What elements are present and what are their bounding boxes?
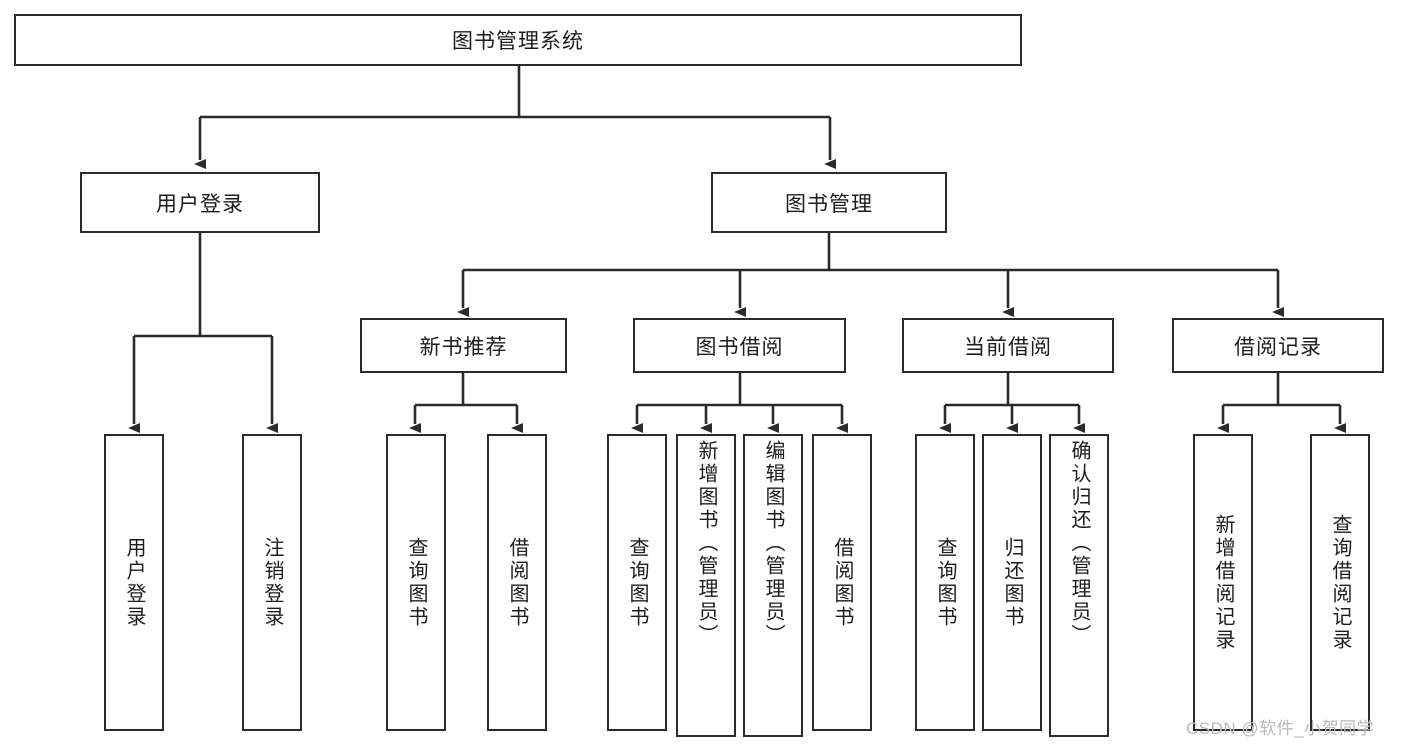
node-borrow-record[interactable]: 借阅记录 (1172, 318, 1384, 373)
node-leaf-borrow-book-2[interactable]: 借阅图书 (812, 434, 872, 731)
csdn-watermark: CSDN @软件_小贺同学 (1186, 719, 1375, 738)
node-leaf-query-record-label: 查询借阅记录 (1329, 513, 1351, 652)
node-current-borrow-label: 当前借阅 (964, 335, 1052, 359)
node-leaf-confirm-return-label: 确认归还（管理员） (1068, 440, 1090, 647)
node-leaf-user-login-label: 用户登录 (123, 536, 145, 629)
node-root[interactable]: 图书管理系统 (14, 14, 1022, 66)
node-user-login[interactable]: 用户登录 (80, 172, 320, 233)
node-leaf-add-record-label: 新增借阅记录 (1212, 513, 1234, 652)
node-book-borrow[interactable]: 图书借阅 (633, 318, 846, 373)
node-book-manage-label: 图书管理 (785, 192, 873, 216)
node-leaf-user-logout-label: 注销登录 (261, 536, 283, 629)
node-leaf-borrow-book-2-label: 借阅图书 (831, 536, 853, 629)
node-new-book-recommend[interactable]: 新书推荐 (360, 318, 567, 373)
node-user-login-label: 用户登录 (156, 192, 244, 216)
node-leaf-return-book[interactable]: 归还图书 (982, 434, 1042, 731)
node-leaf-query-record[interactable]: 查询借阅记录 (1310, 434, 1370, 731)
node-leaf-user-logout[interactable]: 注销登录 (242, 434, 302, 731)
node-book-borrow-label: 图书借阅 (695, 335, 784, 359)
node-leaf-query-book-1-label: 查询图书 (405, 536, 427, 629)
node-current-borrow[interactable]: 当前借阅 (902, 318, 1114, 373)
node-leaf-user-login[interactable]: 用户登录 (104, 434, 164, 731)
node-leaf-query-book-2[interactable]: 查询图书 (607, 434, 667, 731)
node-leaf-return-book-label: 归还图书 (1001, 536, 1023, 629)
node-leaf-query-book-3-label: 查询图书 (934, 536, 956, 629)
node-leaf-confirm-return[interactable]: 确认归还（管理员） (1049, 434, 1109, 737)
node-leaf-query-book-1[interactable]: 查询图书 (386, 434, 446, 731)
node-root-label: 图书管理系统 (452, 30, 584, 53)
node-new-book-recommend-label: 新书推荐 (419, 335, 508, 359)
node-leaf-add-book-label: 新增图书（管理员） (695, 440, 717, 647)
node-leaf-borrow-book-1[interactable]: 借阅图书 (487, 434, 547, 731)
node-book-manage[interactable]: 图书管理 (711, 172, 947, 233)
node-leaf-edit-book[interactable]: 编辑图书（管理员） (743, 434, 803, 737)
node-leaf-query-book-3[interactable]: 查询图书 (915, 434, 975, 731)
node-borrow-record-label: 借阅记录 (1234, 335, 1322, 359)
node-leaf-query-book-2-label: 查询图书 (626, 536, 648, 629)
node-leaf-add-record[interactable]: 新增借阅记录 (1193, 434, 1253, 731)
node-leaf-add-book[interactable]: 新增图书（管理员） (676, 434, 736, 737)
node-leaf-borrow-book-1-label: 借阅图书 (506, 536, 528, 629)
node-leaf-edit-book-label: 编辑图书（管理员） (762, 440, 784, 647)
